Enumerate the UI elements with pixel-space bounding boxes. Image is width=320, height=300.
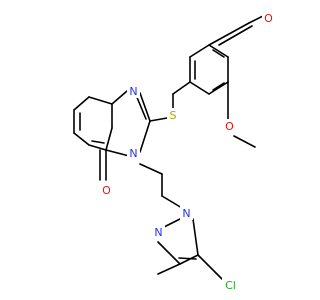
bond-line xyxy=(189,81,210,95)
atom-n-quinazoline-3-label: N xyxy=(129,147,137,160)
bond-line xyxy=(192,218,199,256)
atom-o-aldehyde: O xyxy=(262,11,275,25)
atom-n-quinazoline-3: N xyxy=(127,146,140,160)
bond-line xyxy=(111,90,128,105)
bond-line xyxy=(178,257,197,260)
bond-line xyxy=(208,22,250,46)
bond-line xyxy=(149,117,168,122)
atom-s-thioether-label: S xyxy=(170,109,177,122)
bond-line xyxy=(139,120,151,153)
bond-line xyxy=(135,94,147,120)
bond-line xyxy=(197,254,226,283)
molecule-structure: O O S N N O N N xyxy=(73,11,275,292)
bond-line xyxy=(157,241,181,265)
bond-line xyxy=(73,132,90,146)
bond-line xyxy=(91,140,105,144)
bond-line xyxy=(139,92,151,122)
bond-line xyxy=(208,81,229,95)
atom-labels: O O S N N O N N xyxy=(100,11,275,292)
atom-o-ketone-label: O xyxy=(102,184,111,197)
bond-line xyxy=(212,82,225,91)
bond-lines xyxy=(73,14,266,283)
bond-line xyxy=(88,96,113,105)
atom-n-pyrazole-1: N xyxy=(180,206,193,220)
atom-n-pyrazole-1-label: N xyxy=(182,207,190,220)
bond-line xyxy=(139,163,163,175)
atom-o-ketone: O xyxy=(100,183,113,197)
bond-line xyxy=(179,254,199,265)
atom-o-methoxy: O xyxy=(223,119,236,133)
bond-line xyxy=(73,96,90,111)
atom-cl-chloro-label: Cl xyxy=(225,279,236,292)
bond-line xyxy=(189,44,210,58)
atom-n-pyrazole-2: N xyxy=(152,225,165,239)
bond-line xyxy=(172,81,191,95)
atom-o-aldehyde-label: O xyxy=(264,12,273,25)
bond-line xyxy=(212,49,225,58)
atom-cl-chloro: Cl xyxy=(222,278,239,292)
atom-o-methoxy-label: O xyxy=(225,120,234,133)
bond-line xyxy=(208,44,229,58)
atom-n-quinazoline-1: N xyxy=(127,84,140,98)
atom-s-thioether: S xyxy=(167,108,179,122)
bond-line xyxy=(233,135,256,148)
atom-n-pyrazole-2-label: N xyxy=(154,226,162,239)
bond-line xyxy=(161,195,183,209)
bond-line xyxy=(157,263,181,275)
bond-line xyxy=(105,127,113,151)
atom-n-quinazoline-1-label: N xyxy=(129,85,137,98)
bond-line xyxy=(88,144,107,151)
bond-line xyxy=(218,25,253,46)
